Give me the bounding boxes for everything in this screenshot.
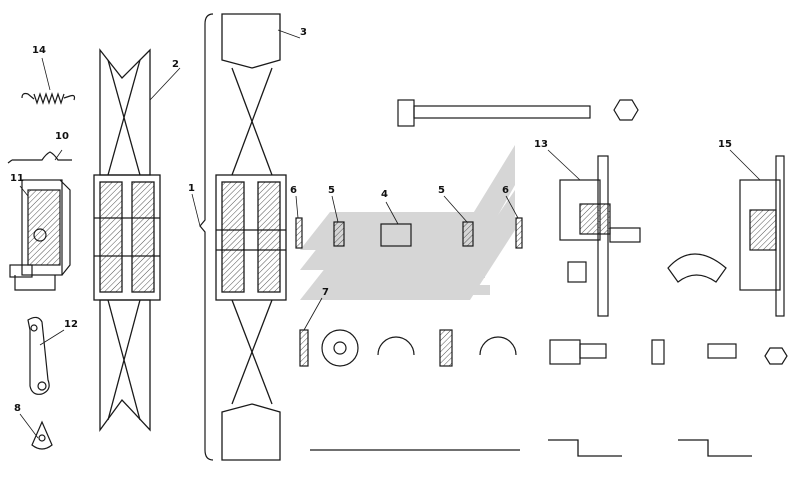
callout-12: 12 [64,319,78,330]
assembly-bracket-1 [199,13,214,461]
hub-assembly-part-13 [559,155,641,317]
tag-part-8 [31,420,53,450]
callout-10: 10 [55,131,69,142]
callout-3: 3 [300,27,307,38]
watermark-logo [300,145,515,300]
callout-8: 8 [14,403,21,414]
callout-4: 4 [381,189,388,200]
shaft [397,99,639,127]
callout-11: 11 [10,173,24,184]
lever-part-12 [27,316,50,395]
spring-part-7 [21,92,76,105]
callout-5-right: 5 [438,185,445,196]
bracket-assembly-part-11 [7,151,72,291]
arc-segment [667,253,727,283]
bushing-set [295,217,523,249]
allen-keys [548,439,752,457]
callout-2: 2 [172,59,179,70]
frame-assembly-part-3 [215,13,287,461]
callout-14: 7 [322,287,329,298]
callout-6-right: 6 [502,185,509,196]
callout-7: 14 [32,45,46,56]
frame-part-2 [93,48,161,432]
callout-1: 1 [188,183,195,194]
hub-assembly-part-15 [739,155,785,317]
leader-lines [19,29,761,439]
callout-5-left: 5 [328,185,335,196]
callout-13: 13 [534,139,548,150]
misc-fittings [549,339,788,365]
callout-6-left: 6 [290,185,297,196]
small-parts-row [299,329,517,367]
callout-15: 15 [718,139,732,150]
